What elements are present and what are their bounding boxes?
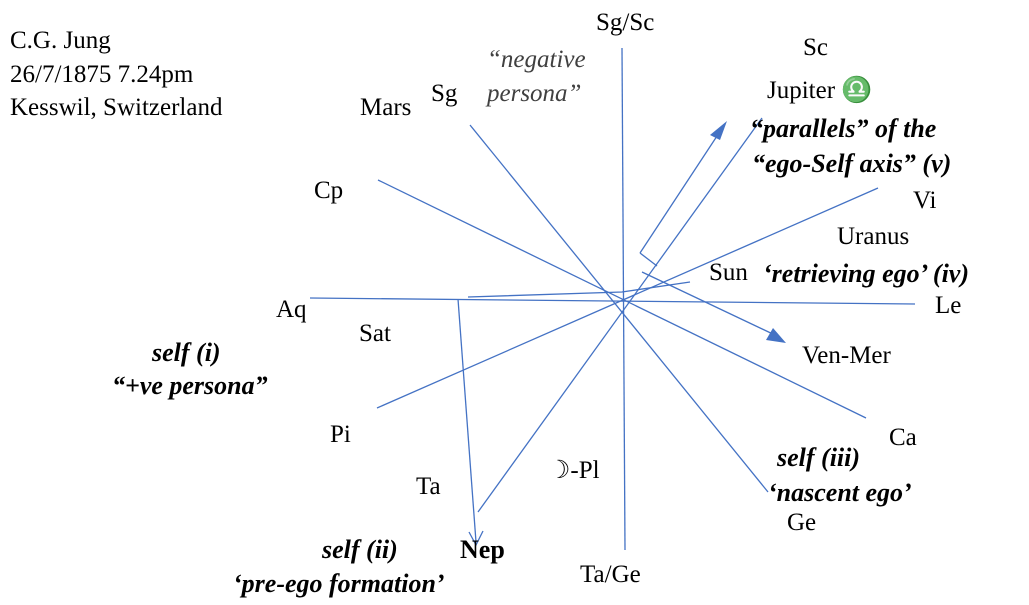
axis-vi-pi: [376, 187, 879, 409]
annotation-parallels-line1: “parallels” of the: [750, 114, 936, 143]
sign-label-ca: Ca: [889, 424, 917, 451]
sign-label-ta: Ta: [416, 473, 441, 500]
sign-label-sc: Sc: [803, 34, 828, 61]
axis-sgsc-tage: [621, 47, 626, 551]
annotation-pre-ego-formation: ‘pre-ego formation’: [233, 569, 445, 598]
planet-label-ven-mer: Ven-Mer: [802, 342, 892, 369]
annotation-retrieving-ego: ‘retrieving ego’ (iv): [763, 259, 969, 288]
annotation-nascent-ego: ‘nascent ego’: [768, 478, 912, 507]
annotation-positive-persona: “+ve persona”: [112, 371, 268, 400]
axis-lines: [309, 47, 916, 551]
subject-name: C.G. Jung: [10, 27, 111, 54]
annotation-negative-persona-line1: “negative: [487, 46, 586, 73]
annotation-parallels-line2: “ego-Self axis” (v): [752, 149, 951, 178]
arrow-head-parallels: [710, 121, 727, 140]
arrow-head-pre-ego: [468, 530, 484, 547]
axis-cp-ca: [377, 179, 867, 419]
planet-label-sat: Sat: [359, 320, 391, 347]
sign-label-aq: Aq: [276, 296, 307, 323]
sign-label-cp: Cp: [314, 177, 343, 204]
planet-label-moon-pl: ☽-Pl: [548, 457, 600, 484]
arrow-ego-self-parallel-b: [639, 252, 658, 267]
sign-label-sg: Sg: [431, 80, 458, 107]
planet-label-sun: Sun: [709, 259, 748, 286]
planet-label-uranus: Uranus: [837, 223, 909, 250]
annotation-self-iii: self (iii): [776, 443, 860, 472]
axis-sc-ta: [477, 117, 763, 513]
arrow-pre-ego: [457, 298, 477, 543]
sign-label-vi: Vi: [913, 187, 937, 214]
sign-label-le: Le: [935, 292, 961, 319]
arrows: [457, 121, 786, 547]
planet-label-nep: Nep: [460, 535, 505, 564]
annotation-self-ii: self (ii): [321, 535, 398, 564]
planet-label-mars: Mars: [360, 94, 411, 121]
annotation-negative-persona-line2: persona”: [485, 80, 581, 107]
arrow-head-ven-mer: [766, 328, 786, 343]
sign-label-ge: Ge: [787, 509, 816, 536]
planet-label-jupiter: Jupiter ♎: [767, 75, 872, 104]
arrow-retrieving-ego: [467, 281, 691, 298]
birth-place: Kesswil, Switzerland: [10, 94, 223, 121]
arrow-ego-self-parallel-a: [639, 129, 722, 254]
arrow-ven-mer: [641, 271, 778, 337]
birth-datetime: 26/7/1875 7.24pm: [10, 61, 194, 88]
axis-sg-ge: [469, 124, 769, 493]
sign-label-sg-sc: Sg/Sc: [596, 9, 654, 36]
sign-label-ta-ge: Ta/Ge: [580, 561, 641, 588]
annotation-self-i: self (i): [151, 338, 221, 367]
sign-label-pi: Pi: [330, 421, 351, 448]
